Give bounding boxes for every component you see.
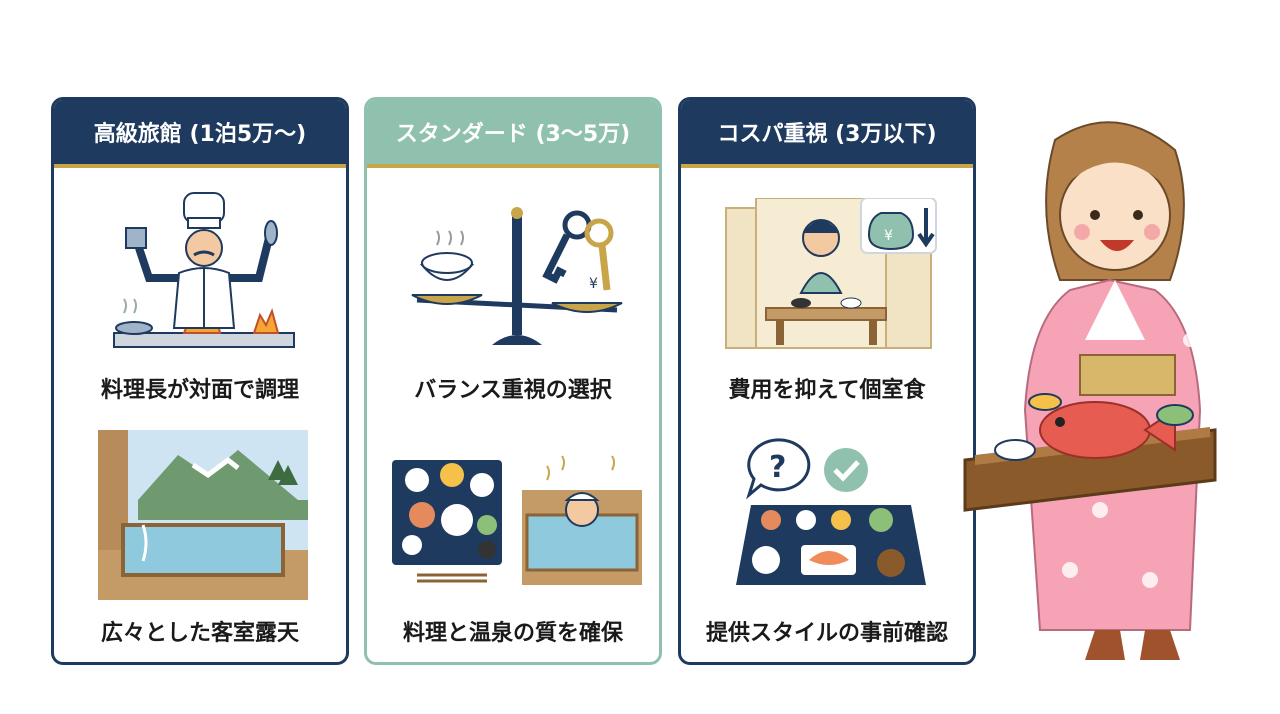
meal-and-onsen-illustration	[392, 455, 642, 585]
private-onsen-illustration	[98, 430, 308, 600]
chef-cooking-illustration	[113, 192, 295, 348]
budget-caption: 費用を抑えて個室食	[728, 378, 926, 403]
standard-card: スタンダード (3〜5万) ¥ バランス重視の選択 料理と温泉の質を確保	[364, 97, 662, 665]
budget-card: コスパ重視 (3万以下) ¥ 費用を抑えて個室食 ? 提供スタイルの事前確認	[678, 97, 976, 665]
luxury-card-header: 高級旅館 (1泊5万〜)	[54, 100, 346, 168]
question-icon: ?	[769, 450, 786, 485]
luxury-ryokan-card: 高級旅館 (1泊5万〜) 料理長が対面で調理 広々とした客室露天	[51, 97, 349, 665]
private-bath-caption: 広々とした客室露天	[100, 621, 299, 646]
standard-card-header: スタンダード (3〜5万)	[367, 100, 659, 168]
yen-coin-icon: ¥	[884, 228, 893, 244]
yen-symbol-icon: ¥	[589, 276, 598, 292]
quality-caption: 料理と温泉の質を確保	[402, 621, 623, 646]
service-style-caption: 提供スタイルの事前確認	[705, 621, 948, 646]
meal-style-check-illustration: ?	[736, 438, 926, 585]
balance-scale-illustration: ¥	[411, 207, 623, 345]
yukata-girl-with-tray-illustration	[963, 121, 1217, 660]
chef-caption: 料理長が対面で調理	[100, 378, 299, 403]
budget-card-header: コスパ重視 (3万以下)	[681, 100, 973, 168]
balance-caption: バランス重視の選択	[414, 378, 612, 403]
private-room-meal-illustration: ¥	[725, 198, 937, 349]
